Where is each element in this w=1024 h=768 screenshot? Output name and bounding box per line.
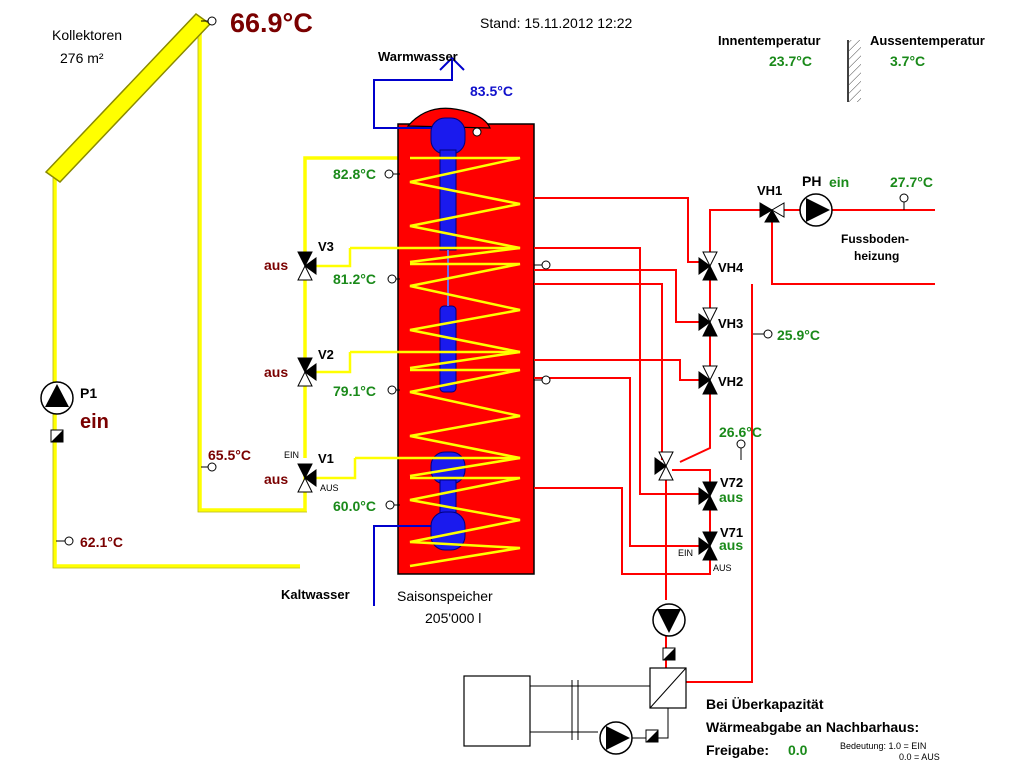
sensor-stems <box>56 20 905 542</box>
valve-vh4-symbol[interactable] <box>698 251 718 281</box>
valve-vh1-name: VH1 <box>757 183 783 198</box>
neighbor-loop-temp: 26.6°C <box>719 424 762 440</box>
collector-temp: 66.9°C <box>230 8 313 38</box>
floor-heating-supply-temp: 27.7°C <box>890 174 933 190</box>
heat-exchanger-coil <box>350 156 521 568</box>
valve-v72-state: aus <box>719 489 744 505</box>
valve-v72-symbol[interactable] <box>698 481 718 511</box>
storage-title: Saisonspeicher <box>397 588 493 604</box>
tank-temp-2: 81.2°C <box>333 271 376 287</box>
valve-v1-aus: AUS <box>320 483 339 493</box>
neighbor-pipes <box>530 680 669 740</box>
neighbor-heading-2: Wärmeabgabe an Nachbarhaus: <box>706 719 920 735</box>
valve-vh3-name: VH3 <box>718 316 744 331</box>
valve-v1-symbol[interactable] <box>297 463 317 493</box>
control-box-secondary <box>645 729 659 743</box>
coil-feeds <box>316 248 357 480</box>
collector-return-temp: 65.5°C <box>208 447 251 463</box>
valve-vh2-name: VH2 <box>718 374 744 389</box>
valve-vh1-symbol[interactable] <box>759 202 785 223</box>
valve-v72-name: V72 <box>720 475 744 490</box>
valve-v1-ein: EIN <box>284 450 300 460</box>
valve-v3-symbol[interactable] <box>297 251 317 281</box>
pump-ph-state: ein <box>829 174 850 190</box>
valve-v2-state: aus <box>264 364 289 380</box>
pump-secondary-symbol[interactable] <box>599 721 633 755</box>
valve-v71-name: V71 <box>720 525 744 540</box>
inside-temp-label: Innentemperatur <box>718 33 821 48</box>
release-label: Freigabe: <box>706 742 770 758</box>
valve-vh2-symbol[interactable] <box>698 365 718 395</box>
tank-temp-3: 79.1°C <box>333 383 376 399</box>
storage-volume: 205'000 l <box>425 610 482 626</box>
timestamp: Stand: 15.11.2012 12:22 <box>480 15 633 31</box>
inside-temp-value: 23.7°C <box>769 53 812 69</box>
outside-temp-value: 3.7°C <box>890 53 926 69</box>
collector-area: 276 m² <box>60 50 104 66</box>
pump-p1-symbol[interactable] <box>40 381 74 415</box>
valve-vh4-name: VH4 <box>718 260 744 275</box>
valve-vh3-symbol[interactable] <box>698 307 718 337</box>
valve-v71-aus: AUS <box>713 563 732 573</box>
coldwater-label: Kaltwasser <box>281 587 350 602</box>
neighbor-house-box <box>463 675 531 747</box>
legend-meaning-1: Bedeutung: 1.0 = EIN <box>840 741 927 751</box>
heating-pipes <box>534 197 935 683</box>
floor-heating-label-2: heizung <box>854 249 900 263</box>
control-box-p1 <box>50 429 64 443</box>
valve-v71-symbol[interactable] <box>698 531 718 561</box>
pump-ph-symbol[interactable] <box>799 193 833 227</box>
sensor-points <box>64 16 909 546</box>
valve-v1-state: aus <box>264 471 289 487</box>
outside-temp-label: Aussentemperatur <box>870 33 985 48</box>
warmwater-label: Warmwasser <box>378 49 458 64</box>
tank-temp-1: 82.8°C <box>333 166 376 182</box>
pump-p1-name: P1 <box>80 385 98 401</box>
collector-title: Kollektoren <box>52 27 123 43</box>
valve-v2-symbol[interactable] <box>297 357 317 387</box>
floor-heating-return-temp: 25.9°C <box>777 327 820 343</box>
valve-v3-name: V3 <box>318 239 334 254</box>
valve-center-symbol[interactable] <box>654 451 674 481</box>
neighbor-heat-exchanger <box>649 667 687 709</box>
release-value: 0.0 <box>788 742 808 758</box>
tank-temp-4: 60.0°C <box>333 498 376 514</box>
collector-supply-temp: 62.1°C <box>80 534 123 550</box>
floor-heating-label-1: Fussboden- <box>841 232 909 246</box>
valve-v71-state: aus <box>719 537 744 553</box>
warmwater-temp: 83.5°C <box>470 83 513 99</box>
pump-neighbor-symbol[interactable] <box>652 603 686 637</box>
wall-symbol <box>847 40 861 102</box>
valve-v1-name: V1 <box>318 451 334 466</box>
valve-v3-state: aus <box>264 257 289 273</box>
pump-ph-name: PH <box>802 173 822 189</box>
valve-v2-name: V2 <box>318 347 334 362</box>
legend-meaning-2: 0.0 = AUS <box>899 752 940 762</box>
control-box-neighbor <box>662 647 676 661</box>
neighbor-heading-1: Bei Überkapazität <box>706 696 824 712</box>
valve-v71-ein: EIN <box>678 548 694 558</box>
solar-loop-outline <box>52 22 307 569</box>
pump-p1-state: ein <box>80 411 109 433</box>
